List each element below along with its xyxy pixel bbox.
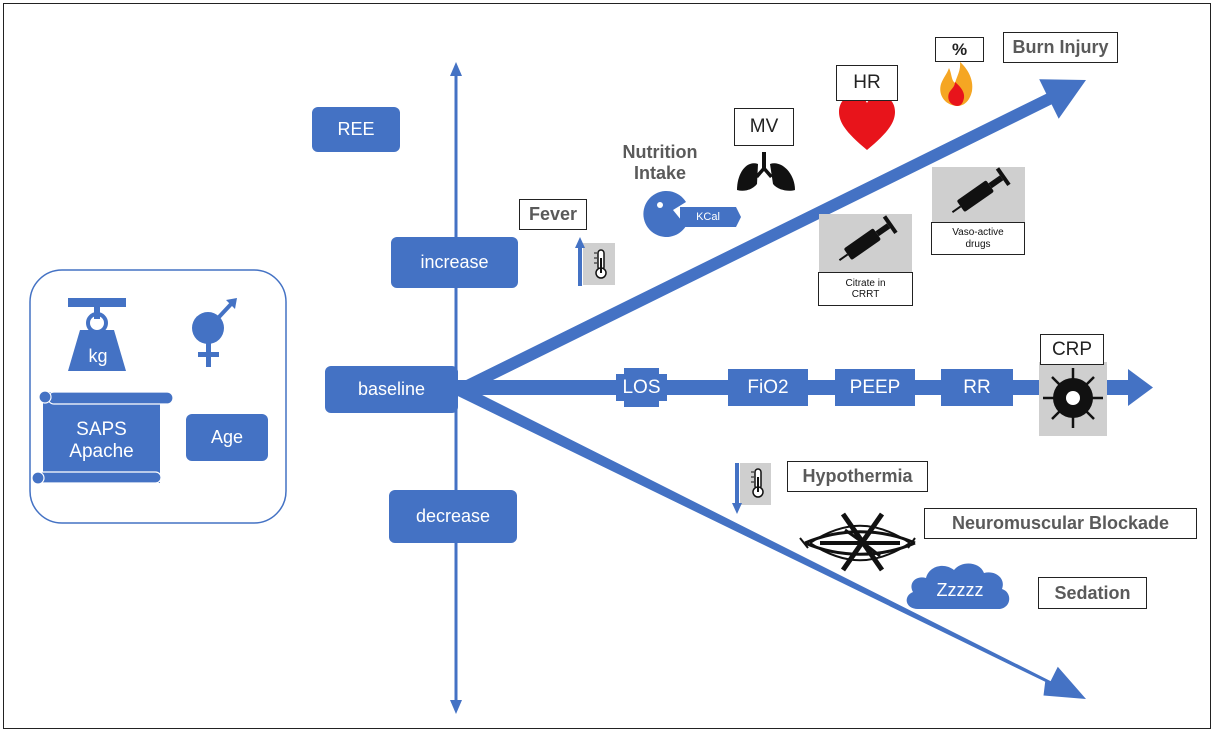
age-label: Age <box>186 414 268 461</box>
syringe-icon <box>932 167 1025 222</box>
peep-label: PEEP <box>835 369 915 406</box>
citrate-line-1: Citrate in <box>845 277 886 289</box>
ree-axis-bottom-arrowhead <box>450 700 462 714</box>
vaso-label: Vaso-active drugs <box>931 222 1025 255</box>
pacman-icon <box>643 190 741 238</box>
zzz-label: Zzzzz <box>936 579 984 600</box>
decrease-arrow <box>457 385 1086 699</box>
fio2-label: FiO2 <box>728 369 808 406</box>
los-label: LOS <box>616 374 667 401</box>
cloud-icon <box>906 563 1010 609</box>
citrate-label: Citrate in CRRT <box>818 272 913 306</box>
hr-label: HR <box>836 65 898 101</box>
kcal-label: KCal <box>696 210 720 223</box>
gender-icon <box>192 298 237 367</box>
citrate-line-2: CRRT <box>851 289 880 300</box>
scroll-icon <box>31 390 174 485</box>
scores-label: SAPS Apache <box>43 408 160 474</box>
scores-line-1: SAPS <box>76 419 127 441</box>
scores-line-2: Apache <box>69 441 134 462</box>
nutrition-intake-label: Nutrition Intake <box>610 133 710 193</box>
sedation-label: Sedation <box>1038 577 1147 609</box>
thermometer-up-icon <box>575 237 615 286</box>
increase-label: increase <box>391 237 518 288</box>
weight-unit-label: kg <box>88 345 108 366</box>
vaso-line-2: drugs <box>965 238 991 250</box>
ree-axis-top-arrowhead <box>450 62 462 76</box>
vaso-line-1: Vaso-active <box>952 227 1004 238</box>
thermometer-down-icon <box>732 463 771 514</box>
decrease-label: decrease <box>389 490 517 543</box>
figure-frame <box>3 3 1211 729</box>
bacteria-icon <box>1039 362 1107 436</box>
burn-injury-label: Burn Injury <box>1003 32 1118 63</box>
mv-label: MV <box>734 108 794 146</box>
fire-icon <box>940 62 973 106</box>
neuromuscular-blockade-label: Neuromuscular Blockade <box>924 508 1197 539</box>
nutrition-line-2: Intake <box>633 163 687 183</box>
rr-label: RR <box>941 369 1013 406</box>
crp-label: CRP <box>1040 334 1104 365</box>
ree-label: REE <box>312 107 400 152</box>
neuromuscular-icon <box>799 512 916 572</box>
percent-label: % <box>935 37 984 62</box>
nutrition-line-1: Nutrition <box>622 142 698 163</box>
syringe-icon <box>819 214 912 272</box>
lungs-icon <box>735 148 797 194</box>
scale-icon <box>68 298 126 371</box>
baseline-label: baseline <box>325 366 458 413</box>
increase-arrow <box>457 79 1086 396</box>
hypothermia-label: Hypothermia <box>787 461 928 492</box>
baseline-arrowhead <box>1128 369 1153 406</box>
fever-label: Fever <box>519 199 587 230</box>
heart-icon <box>839 95 895 150</box>
